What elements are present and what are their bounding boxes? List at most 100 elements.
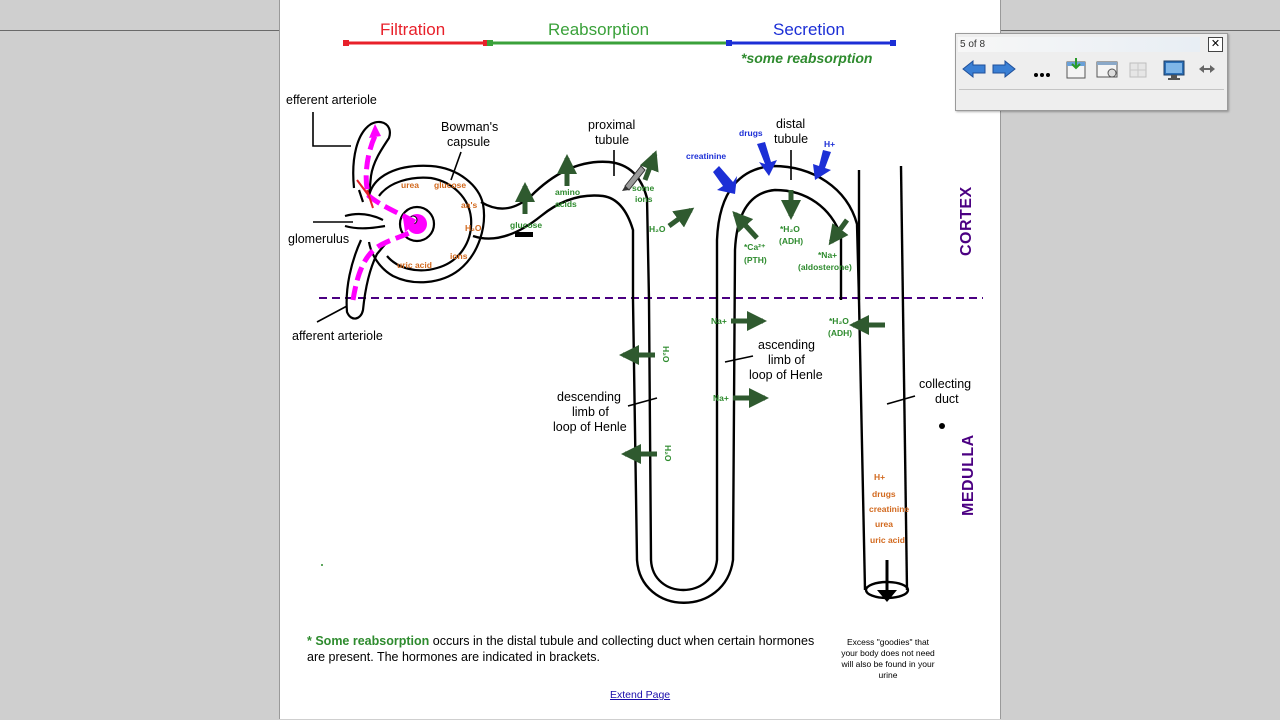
window-top-edge-left <box>0 30 279 31</box>
collecting-duct-shape <box>857 165 910 600</box>
tubule-shape <box>472 160 861 604</box>
display-button[interactable] <box>1160 56 1188 82</box>
arrow-drugs <box>757 142 777 176</box>
afferent-arteriole-shape <box>345 239 388 320</box>
reabs-h2o-desc-1: H₂O <box>661 346 671 363</box>
urine-arrow-head <box>877 590 897 602</box>
distal-tubule-label-1: distal <box>776 117 805 131</box>
ascending-limb-label-3: loop of Henle <box>749 368 823 382</box>
reabs-ca-2: (PTH) <box>744 255 767 265</box>
reabs-h2o-cd-2: (ADH) <box>828 328 852 338</box>
arrow-creatinine <box>713 166 737 194</box>
footnote-rest: occurs in the distal tubule and collecti… <box>307 634 815 664</box>
reabs-na-1: *Na+ <box>818 250 837 260</box>
stray-dot <box>321 564 323 566</box>
reabsorption-arrows <box>515 150 885 464</box>
filtration-label: Filtration <box>380 20 445 39</box>
descending-limb-label-1: descending <box>557 390 621 404</box>
monitor-icon <box>1163 60 1185 80</box>
footnote: * Some reabsorption occurs in the distal… <box>307 633 817 665</box>
reabs-amino-2: acids <box>555 199 577 209</box>
slide-page: Filtration Reabsorption Secretion *some … <box>279 0 1001 719</box>
window-top-edge-right <box>1001 30 1280 31</box>
extend-page-link[interactable]: Extend Page <box>610 689 671 701</box>
reabs-na-lower: Na+ <box>713 393 729 403</box>
reabs-h2o-cd-1: *H₂O <box>829 316 849 326</box>
descending-limb-label-2: limb of <box>572 405 609 419</box>
some-reabsorption-label: *some reabsorption <box>741 50 872 66</box>
arrow-some-ions <box>639 150 659 181</box>
footnote-star: * <box>307 634 316 648</box>
close-button[interactable]: ✕ <box>1208 37 1223 52</box>
reabsorption-label: Reabsorption <box>548 20 649 39</box>
filtrate-h2o: H₂O <box>465 223 482 233</box>
insert-page-icon <box>1066 58 1086 79</box>
reabs-h2o-adh-1: *H₂O <box>780 224 800 234</box>
secreted-labels: creatinine drugs H+ <box>686 128 835 161</box>
distal-tubule-label-2: tubule <box>774 132 808 146</box>
urine-creatinine: creatinine <box>869 504 909 514</box>
filtration-bar-end <box>483 40 489 46</box>
diagram-labels: efferent arteriole Bowman's capsule glom… <box>286 93 971 434</box>
secr-drugs: drugs <box>739 128 763 138</box>
filtrate-glucose: glucose <box>434 180 466 190</box>
filtrate-urea: urea <box>401 180 419 190</box>
reabs-h2o-desc-2: H₂O <box>663 445 673 462</box>
filtrate-aas: aa's <box>461 200 477 210</box>
process-header: Filtration Reabsorption Secretion *some … <box>343 20 896 66</box>
label-pointers <box>312 112 916 407</box>
reabsorbed-labels: glucose amino acids some ions H₂O *Ca²⁺ … <box>510 183 852 462</box>
nephron-diagram: Filtration Reabsorption Secretion *some … <box>286 20 983 604</box>
collecting-duct-label-1: collecting <box>919 377 971 391</box>
afferent-arteriole-label: afferent arteriole <box>292 329 383 343</box>
bowmans-capsule-label-1: Bowman's <box>441 120 498 134</box>
urine-uric-acid: uric acid <box>870 535 905 545</box>
next-page-button[interactable] <box>990 56 1018 82</box>
secretion-label: Secretion <box>773 20 845 39</box>
reabs-some-2: ions <box>635 194 653 204</box>
reabs-ca-1: *Ca²⁺ <box>744 242 766 252</box>
reabs-glucose: glucose <box>510 220 542 230</box>
arrow-h-plus <box>813 150 831 180</box>
ascending-limb-label-1: ascending <box>758 338 815 352</box>
arrow-na <box>828 218 850 246</box>
urine-urea: urea <box>875 519 893 529</box>
insert-page-button[interactable] <box>1062 56 1090 82</box>
cortex-label: CORTEX <box>958 186 975 256</box>
filtrate-uric-acid: uric acid <box>397 260 432 270</box>
bowmans-capsule-shape <box>367 164 485 284</box>
blood-flow-path <box>350 130 417 301</box>
more-options-button[interactable] <box>1028 56 1056 82</box>
ellipsis-icon <box>1034 73 1050 77</box>
descending-limb-label-3: loop of Henle <box>553 420 627 434</box>
urine-labels: H+ drugs creatinine urea uric acid <box>869 472 909 545</box>
arterioles <box>344 120 391 320</box>
urine-drugs: drugs <box>872 489 896 499</box>
expand-toolbar-button[interactable] <box>1193 56 1221 82</box>
pen-cursor-icon <box>622 165 646 191</box>
collecting-duct-label-2: duct <box>935 392 959 406</box>
footnote-highlight: Some reabsorption <box>315 634 430 648</box>
previous-page-button[interactable] <box>960 56 988 82</box>
page-indicator: 5 of 8 <box>958 37 1200 52</box>
reabs-h2o-prox: H₂O <box>649 224 666 234</box>
secretion-bar-start <box>726 40 732 46</box>
arrow-ca <box>732 211 759 240</box>
filtrate-ions: ions <box>450 251 468 261</box>
screen-capture-button[interactable] <box>1093 56 1121 82</box>
reabs-h2o-adh-2: (ADH) <box>779 236 803 246</box>
disabled-view-button[interactable] <box>1124 56 1152 82</box>
reabs-amino-1: amino <box>555 187 580 197</box>
bowmans-capsule-label-2: capsule <box>447 135 490 149</box>
reabs-na-2: (aldosterone) <box>798 262 852 272</box>
slide-navigation-toolbar: 5 of 8 ✕ <box>955 33 1228 111</box>
secretion-arrows <box>713 142 831 194</box>
filtration-bar-start <box>343 40 349 46</box>
proximal-tubule-label-1: proximal <box>588 118 635 132</box>
arrow-h2o-prox <box>667 207 695 229</box>
secr-h-plus: H+ <box>824 139 835 149</box>
toolbar-divider <box>959 89 1224 90</box>
secr-creatinine: creatinine <box>686 151 726 161</box>
efferent-arteriole-shape <box>352 120 391 197</box>
reabsorption-bar-start <box>487 40 493 46</box>
